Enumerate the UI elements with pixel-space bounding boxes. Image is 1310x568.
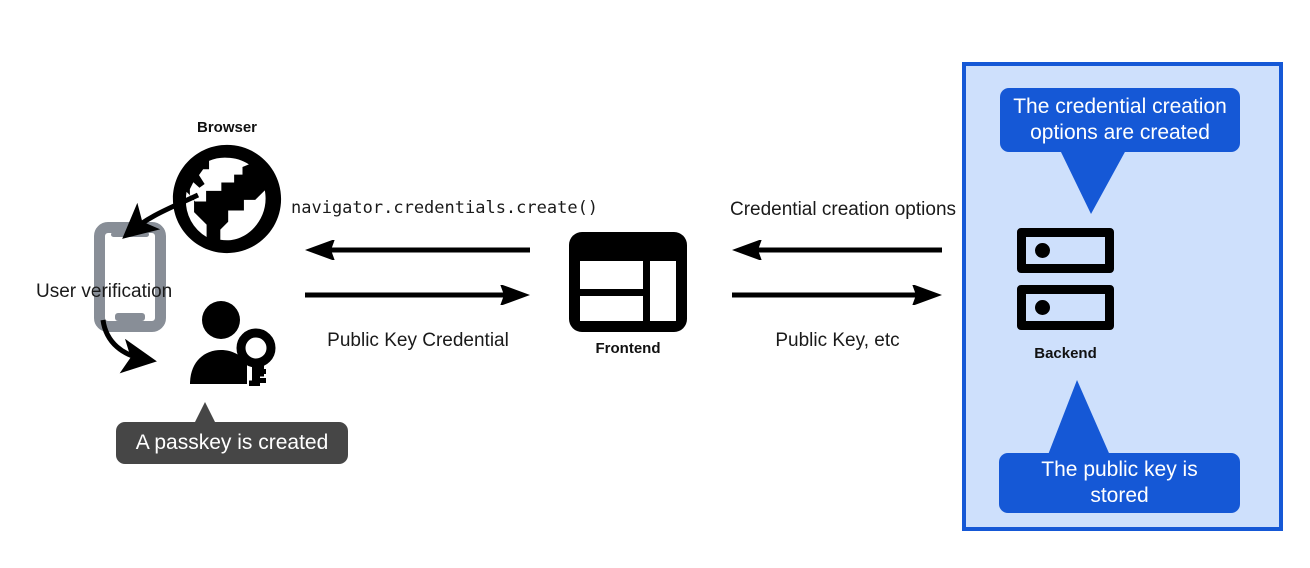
browser-layout-icon <box>569 232 687 332</box>
navigator-create-label: navigator.credentials.create() <box>291 198 599 218</box>
callout-line-1: The credential creation <box>1013 95 1227 119</box>
backend-label: Backend <box>1034 345 1097 362</box>
credential-options-created-callout: The credential creation options are crea… <box>1000 88 1240 152</box>
credential-creation-options-label: Credential creation options <box>729 199 957 220</box>
public-key-stored-callout: The public key is stored <box>999 453 1240 513</box>
server-rack-bottom-led <box>1035 300 1050 315</box>
arrow-credential-creation-options <box>732 239 942 261</box>
user-verification-label: User verification <box>36 281 173 302</box>
arrow-phone-to-user <box>100 318 200 378</box>
callout-line-2: stored <box>1090 484 1149 507</box>
callout-line-2: options are created <box>1030 121 1210 144</box>
globe-icon <box>168 140 286 258</box>
passkey-created-callout: A passkey is created <box>116 422 348 464</box>
public-key-credential-label: Public Key Credential <box>327 330 509 351</box>
frontend-label: Frontend <box>595 340 661 357</box>
arrow-public-key-etc <box>732 284 942 306</box>
arrow-browser-to-phone <box>95 185 210 275</box>
phone-home-button <box>115 313 145 321</box>
server-rack-top <box>1017 228 1114 273</box>
server-rack-bottom <box>1017 285 1114 330</box>
callout-line-1: The public key is <box>1041 458 1198 482</box>
arrow-navigator-create <box>305 239 530 261</box>
public-key-etc-label: Public Key, etc <box>775 330 900 351</box>
user-with-key-icon <box>186 300 282 393</box>
browser-label: Browser <box>196 119 258 136</box>
server-rack-top-led <box>1035 243 1050 258</box>
arrow-public-key-credential <box>305 284 530 306</box>
